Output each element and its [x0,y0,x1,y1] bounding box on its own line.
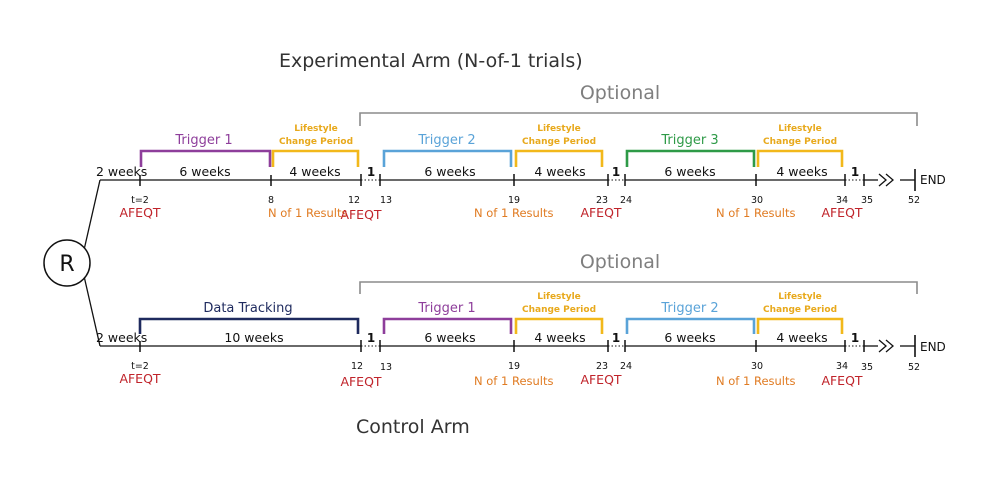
afeqt-label: AFEQT [340,374,381,389]
tick-13: 13 [380,362,392,373]
trigger3-bracket [625,149,756,167]
control-arm: Optional END Data Tracking Trigger 1 Tri [96,251,946,389]
nof1-results-label: N of 1 Results [716,374,796,388]
trigger2-bracket [382,149,513,167]
afeqt-label: AFEQT [119,205,160,220]
lifestyle-label-5a: Lifestyle [778,292,822,302]
gap-one: 1 [612,165,620,179]
tick-23: 23 [596,361,608,372]
tick-52: 52 [908,195,920,206]
lifestyle-label-1b: Change Period [279,137,353,147]
lifestyle-label-2a: Lifestyle [537,124,581,134]
gap-one: 1 [367,331,375,345]
gap-one: 1 [367,165,375,179]
control-trigger1-label: Trigger 1 [417,301,475,316]
nof1-results-label: N of 1 Results [474,206,554,220]
weeks-4: 4 weeks [776,330,827,345]
optional-label-bottom: Optional [580,251,660,273]
data-tracking-bracket [138,317,360,334]
trigger2-label: Trigger 2 [417,133,475,148]
end-label: END [920,173,946,187]
tick-12: 12 [348,195,360,206]
tick-35: 35 [861,362,873,373]
optional-bracket-top [359,112,918,126]
randomize-label: R [59,252,74,277]
tick-24: 24 [620,361,632,372]
tick-19: 19 [508,361,520,372]
gap-one: 1 [851,165,859,179]
tick-30: 30 [751,361,763,372]
afeqt-label: AFEQT [821,205,862,220]
tick-t2: t=2 [131,361,149,372]
lifestyle-label-1a: Lifestyle [294,124,338,134]
experimental-arm-title: Experimental Arm (N-of-1 trials) [279,50,583,72]
experimental-arm: Optional END Trigger 1 Trigger 2 [96,82,946,222]
lifestyle-label-4b: Change Period [522,305,596,315]
weeks-4: 4 weeks [289,164,340,179]
trigger1-label: Trigger 1 [174,133,232,148]
tick-34: 34 [836,195,848,206]
weeks-4: 4 weeks [776,164,827,179]
control-trigger1-bracket [382,317,513,334]
tick-t2: t=2 [131,195,149,206]
skip-arrows-icon [878,173,894,187]
lifestyle-bracket-1 [271,149,360,167]
tick-13: 13 [380,195,392,206]
lifestyle-label-2b: Change Period [522,137,596,147]
tick-52: 52 [908,362,920,373]
control-trigger2-label: Trigger 2 [660,301,718,316]
tick-24: 24 [620,195,632,206]
trigger1-bracket [139,149,272,167]
optional-label-top: Optional [580,82,660,104]
tick-19: 19 [508,195,520,206]
lifestyle-bracket-3 [756,149,844,167]
tick-35: 35 [861,195,873,206]
tick-23: 23 [596,195,608,206]
nof1-results-label: N of 1 Results [474,374,554,388]
lifestyle-label-3a: Lifestyle [778,124,822,134]
tick-30: 30 [751,195,763,206]
lifestyle-label-3b: Change Period [763,137,837,147]
afeqt-label: AFEQT [119,371,160,386]
gap-one: 1 [851,331,859,345]
weeks-10: 10 weeks [224,330,283,345]
afeqt-label: AFEQT [340,207,381,222]
data-tracking-label: Data Tracking [203,301,292,316]
tick-8: 8 [268,195,274,206]
weeks-6: 6 weeks [664,330,715,345]
weeks-6: 6 weeks [424,330,475,345]
tick-12: 12 [351,361,363,372]
weeks-4: 4 weeks [534,330,585,345]
control-lifestyle-bracket-2 [756,317,844,334]
skip-arrows-icon [878,339,894,353]
weeks-6: 6 weeks [424,164,475,179]
lifestyle-label-5b: Change Period [763,305,837,315]
weeks-6: 6 weeks [179,164,230,179]
randomization-node: R [43,179,101,347]
afeqt-label: AFEQT [580,205,621,220]
trigger3-label: Trigger 3 [660,133,718,148]
lifestyle-label-4a: Lifestyle [537,292,581,302]
gap-one: 1 [612,331,620,345]
afeqt-label: AFEQT [580,372,621,387]
tick-34: 34 [836,361,848,372]
control-arm-title: Control Arm [356,416,470,438]
nof1-results-label: N of 1 Results [268,206,348,220]
weeks-2: 2 weeks [96,330,147,345]
weeks-2: 2 weeks [96,164,147,179]
afeqt-label: AFEQT [821,373,862,388]
weeks-6: 6 weeks [664,164,715,179]
optional-bracket-bottom [359,281,918,294]
weeks-4: 4 weeks [534,164,585,179]
control-trigger2-bracket [625,317,756,334]
control-lifestyle-bracket-1 [514,317,604,334]
end-label: END [920,340,946,354]
nof1-results-label: N of 1 Results [716,206,796,220]
lifestyle-bracket-2 [514,149,604,167]
